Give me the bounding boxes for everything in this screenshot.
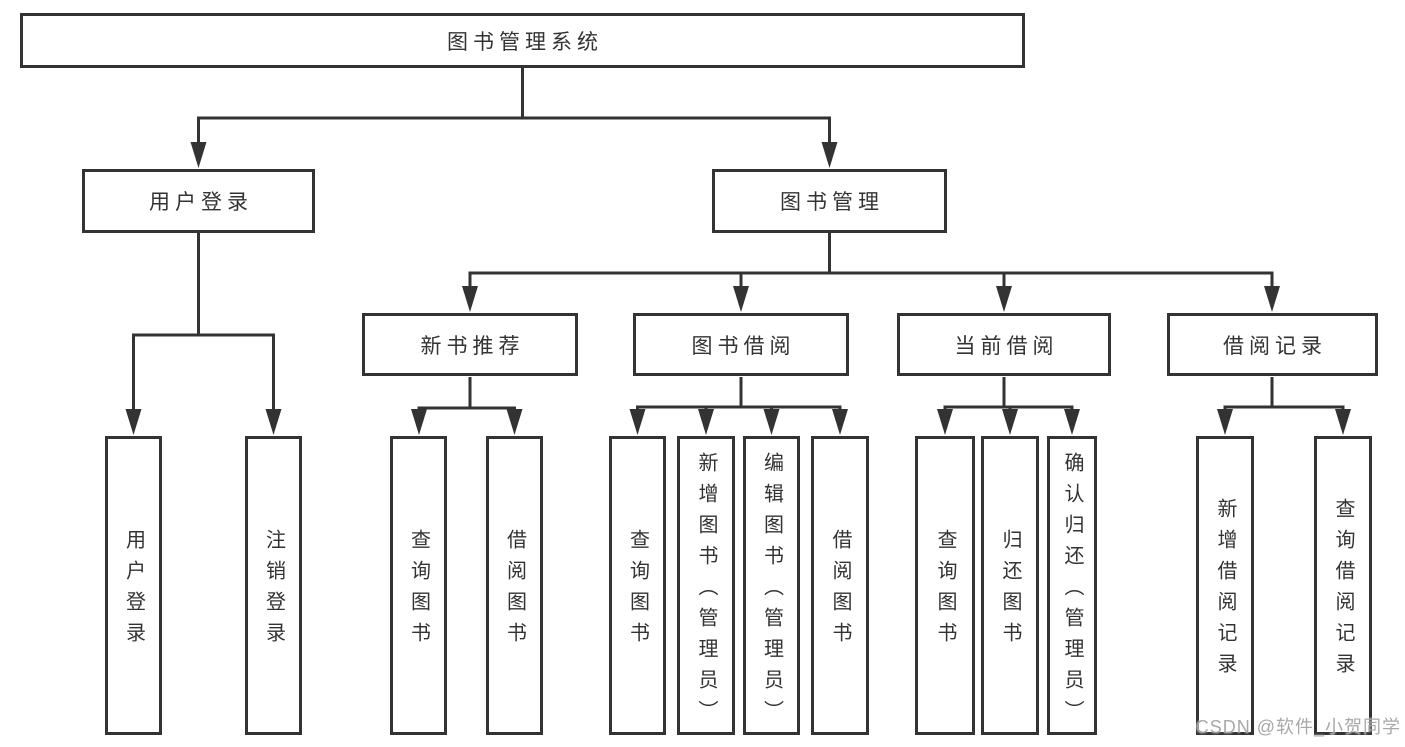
csdn-watermark: CSDN @软件_小贺同学 xyxy=(1195,717,1401,737)
node-book-borrow: 图书借阅 xyxy=(633,313,849,376)
connector-root-to-level2 xyxy=(190,68,838,168)
connector-book-borrow-to-leaves xyxy=(629,377,848,435)
leaf-confirm-return-admin: 确认归还（管理员） xyxy=(1047,436,1097,735)
leaf-borrow-books: 借阅图书 xyxy=(811,436,869,735)
leaf-borrow-books-recommend: 借阅图书 xyxy=(486,436,543,735)
node-book-management-module: 图书管理 xyxy=(712,169,947,233)
connector-new-book-recommend-to-leaves xyxy=(411,377,523,435)
connector-book-management-to-level3 xyxy=(462,233,1280,312)
leaf-edit-books-admin: 编辑图书（管理员） xyxy=(743,436,800,735)
node-current-borrow: 当前借阅 xyxy=(897,313,1111,376)
leaf-query-books-borrow: 查询图书 xyxy=(609,436,666,735)
connector-user-login-to-leaves xyxy=(125,233,282,435)
leaf-return-books: 归还图书 xyxy=(981,436,1039,735)
node-borrow-records: 借阅记录 xyxy=(1167,313,1378,376)
leaf-logout: 注销登录 xyxy=(245,436,302,735)
node-new-book-recommend: 新书推荐 xyxy=(362,313,578,376)
leaf-add-books-admin: 新增图书（管理员） xyxy=(677,436,735,735)
leaf-add-borrow-record: 新增借阅记录 xyxy=(1196,436,1254,735)
leaf-query-books-recommend: 查询图书 xyxy=(390,436,447,735)
node-library-management-system: 图书管理系统 xyxy=(20,13,1025,68)
leaf-query-books-current: 查询图书 xyxy=(915,436,975,735)
connector-current-borrow-to-leaves xyxy=(937,377,1080,435)
node-user-login-module: 用户登录 xyxy=(82,169,315,233)
leaf-query-borrow-record: 查询借阅记录 xyxy=(1314,436,1372,735)
leaf-user-login: 用户登录 xyxy=(105,436,162,735)
connector-borrow-records-to-leaves xyxy=(1217,377,1351,435)
